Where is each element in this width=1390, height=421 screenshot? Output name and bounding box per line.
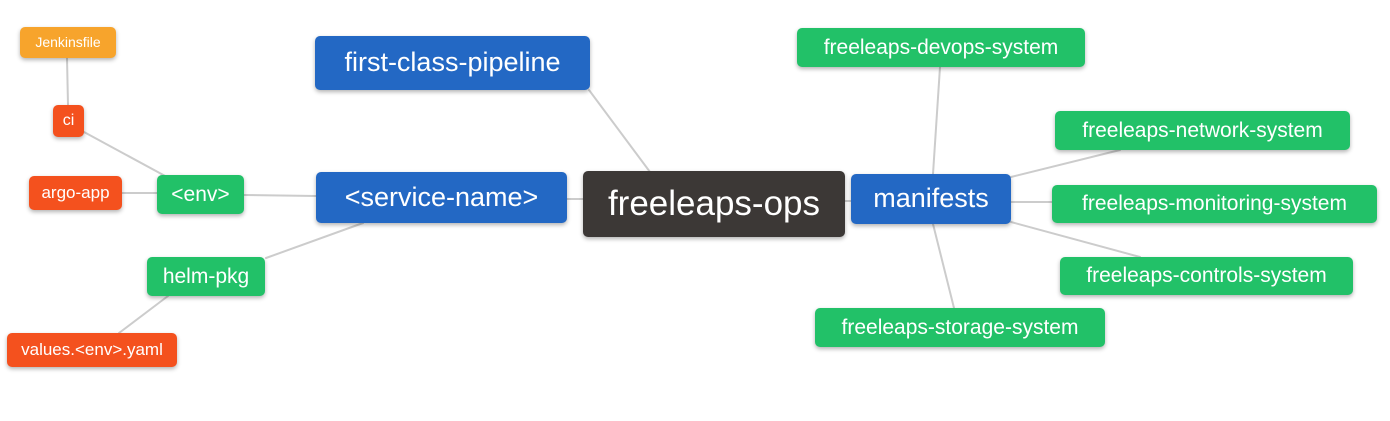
edge-helm-pkg-to-values-env-yaml [118, 295, 169, 334]
node-ci[interactable]: ci [53, 105, 84, 137]
node-freeleaps-ops[interactable]: freeleaps-ops [583, 171, 845, 237]
node-service-name[interactable]: <service-name> [316, 172, 567, 223]
node-jenkinsfile[interactable]: Jenkinsfile [20, 27, 116, 58]
edge-jenkinsfile-to-ci [66, 57, 69, 106]
node-freeleaps-monitoring-system[interactable]: freeleaps-monitoring-system [1052, 185, 1377, 223]
node-label: manifests [873, 183, 989, 213]
node-env[interactable]: <env> [157, 175, 244, 214]
node-argo-app[interactable]: argo-app [29, 176, 122, 210]
edge-manifests-to-freeleaps-storage-system [932, 223, 955, 309]
node-label: freeleaps-devops-system [823, 35, 1059, 59]
edge-manifests-to-freeleaps-network-system [1010, 149, 1121, 178]
node-freeleaps-controls-system[interactable]: freeleaps-controls-system [1060, 257, 1353, 295]
node-freeleaps-devops-system[interactable]: freeleaps-devops-system [797, 28, 1085, 67]
node-label: first-class-pipeline [344, 47, 561, 77]
node-manifests[interactable]: manifests [851, 174, 1011, 224]
node-first-class-pipeline[interactable]: first-class-pipeline [315, 36, 590, 90]
node-label: <env> [171, 182, 230, 206]
edge-ci-to-env [83, 131, 168, 178]
node-label: <service-name> [344, 181, 539, 212]
node-helm-pkg[interactable]: helm-pkg [147, 257, 265, 296]
node-label: freeleaps-storage-system [841, 315, 1079, 339]
node-label: Jenkinsfile [35, 34, 101, 50]
node-label: freeleaps-ops [607, 184, 821, 223]
edge-manifests-to-freeleaps-controls-system [1010, 221, 1141, 258]
node-label: helm-pkg [162, 264, 250, 288]
node-freeleaps-storage-system[interactable]: freeleaps-storage-system [815, 308, 1105, 347]
node-freeleaps-network-system[interactable]: freeleaps-network-system [1055, 111, 1350, 150]
edge-manifests-to-freeleaps-devops-system [932, 66, 941, 175]
node-label: values.<env>.yaml [21, 340, 163, 359]
node-label: freeleaps-controls-system [1086, 264, 1327, 287]
edge-env-to-service-name [243, 194, 317, 197]
node-label: argo-app [41, 183, 110, 202]
node-label: freeleaps-network-system [1082, 118, 1323, 142]
node-label: ci [62, 111, 75, 129]
node-label: freeleaps-monitoring-system [1082, 192, 1347, 215]
edge-service-name-to-helm-pkg [265, 222, 364, 259]
edge-first-class-pipeline-to-freeleaps-ops [588, 89, 651, 173]
node-values-env-yaml[interactable]: values.<env>.yaml [7, 333, 177, 367]
